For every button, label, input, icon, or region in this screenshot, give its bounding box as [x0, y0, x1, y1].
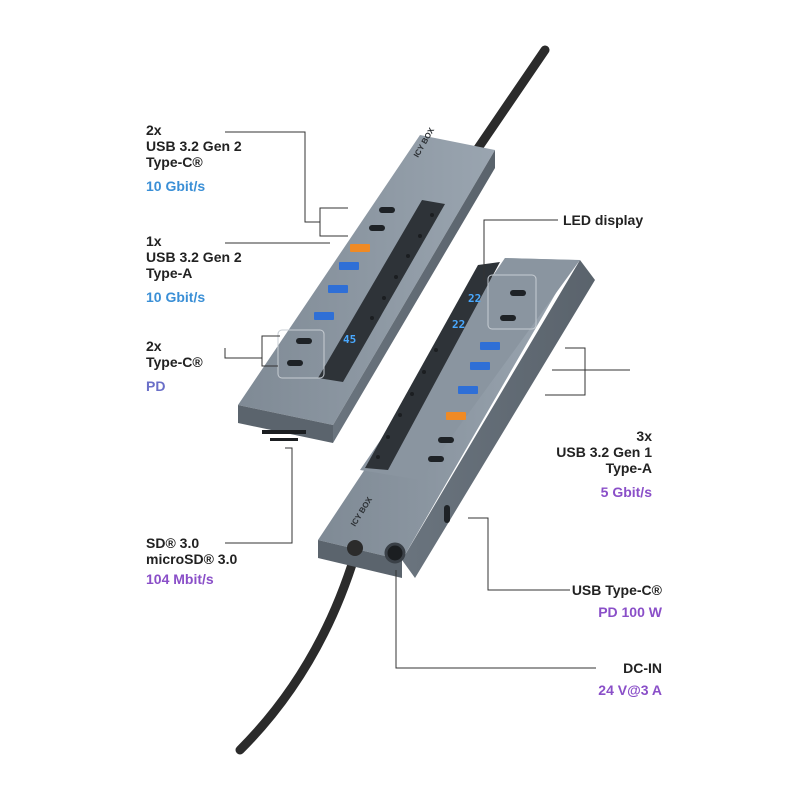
- callout-usb-a-gen1-line-2: USB 3.2 Gen 1: [556, 444, 652, 460]
- callout-usb-c-gen2-line-1: 2x: [146, 122, 162, 138]
- callout-sd-card-line-2: microSD® 3.0: [146, 551, 238, 567]
- callout-led-display: LED display: [563, 212, 643, 228]
- callout-usb-c-pd100-speed: PD 100 W: [598, 604, 662, 620]
- callout-type-c-pd-line-1: 2x: [146, 338, 162, 354]
- right-usba-blue-1: [480, 342, 500, 350]
- right-usba-blue-2: [470, 362, 490, 370]
- callout-type-c-pd-speed: PD: [146, 378, 166, 394]
- right-display-readout-2: 22: [452, 318, 465, 331]
- callout-usb-c-pd100: USB Type-C® PD 100 W: [572, 582, 662, 620]
- callout-type-c-pd-line-2: Type-C®: [146, 354, 203, 370]
- dc-in-jack: [384, 542, 406, 564]
- right-pd-port-1: [510, 290, 526, 296]
- right-hub: 22 22 ICY BOX: [318, 258, 595, 578]
- callout-usb-c-gen2-line-3: Type-C®: [146, 154, 203, 170]
- left-usba-blue-3: [314, 312, 334, 320]
- cable-connector: [347, 540, 363, 556]
- cable-bottom: [235, 550, 360, 755]
- callout-usb-a-gen2: 1x USB 3.2 Gen 2 Type-A 10 Gbit/s: [146, 233, 242, 305]
- callout-usb-a-gen2-line-1: 1x: [146, 233, 162, 249]
- callout-dc-in-line-1: DC-IN: [623, 660, 662, 676]
- callout-usb-a-gen2-speed: 10 Gbit/s: [146, 289, 206, 305]
- callout-usb-c-gen2: 2x USB 3.2 Gen 2 Type-C® 10 Gbit/s: [146, 122, 242, 194]
- callout-usb-a-gen1-line-3: Type-A: [605, 460, 652, 476]
- callout-sd-card-line-1: SD® 3.0: [146, 535, 200, 551]
- callout-usb-a-gen2-line-2: USB 3.2 Gen 2: [146, 249, 242, 265]
- left-usba-blue-1: [339, 262, 359, 270]
- left-led-strip: [318, 200, 445, 382]
- callout-dc-in-speed: 24 V@3 A: [598, 682, 662, 698]
- side-usbc-pd-port: [444, 505, 450, 523]
- callout-type-c-pd: 2x Type-C® PD: [146, 338, 203, 394]
- callout-usb-a-gen2-line-3: Type-A: [146, 265, 193, 281]
- right-usbc-port-1: [438, 437, 454, 443]
- callout-usb-c-gen2-line-2: USB 3.2 Gen 2: [146, 138, 242, 154]
- cable-top: [465, 45, 550, 165]
- right-usba-blue-3: [458, 386, 478, 394]
- left-usbc-port-1: [379, 207, 395, 213]
- right-usbc-port-2: [428, 456, 444, 462]
- left-usba-orange: [350, 244, 370, 252]
- callout-usb-c-pd100-line-1: USB Type-C®: [571, 582, 662, 598]
- leader-lines: [224, 131, 630, 669]
- callout-sd-card: SD® 3.0 microSD® 3.0 104 Mbit/s: [146, 535, 237, 587]
- left-hub: 45 ICY BOX: [238, 126, 495, 443]
- callout-usb-a-gen1: 3x USB 3.2 Gen 1 Type-A 5 Gbit/s: [556, 428, 652, 500]
- right-led-strip: [365, 262, 500, 470]
- microsd-slot: [270, 438, 298, 441]
- left-display-readout: 45: [343, 333, 356, 346]
- left-usbc-port-2: [369, 225, 385, 231]
- sd-slot: [262, 430, 306, 434]
- left-pd-port-2: [287, 360, 303, 366]
- callout-usb-c-gen2-speed: 10 Gbit/s: [146, 178, 206, 194]
- left-pd-port-1: [296, 338, 312, 344]
- callout-led-display-line-1: LED display: [563, 212, 644, 228]
- callout-usb-a-gen1-speed: 5 Gbit/s: [600, 484, 652, 500]
- right-usba-orange: [446, 412, 466, 420]
- callout-dc-in: DC-IN 24 V@3 A: [598, 660, 662, 698]
- left-usba-blue-2: [328, 285, 348, 293]
- right-display-readout-1: 22: [468, 292, 481, 305]
- callout-sd-card-speed: 104 Mbit/s: [146, 571, 214, 587]
- right-pd-port-2: [500, 315, 516, 321]
- callout-usb-a-gen1-line-1: 3x: [636, 428, 652, 444]
